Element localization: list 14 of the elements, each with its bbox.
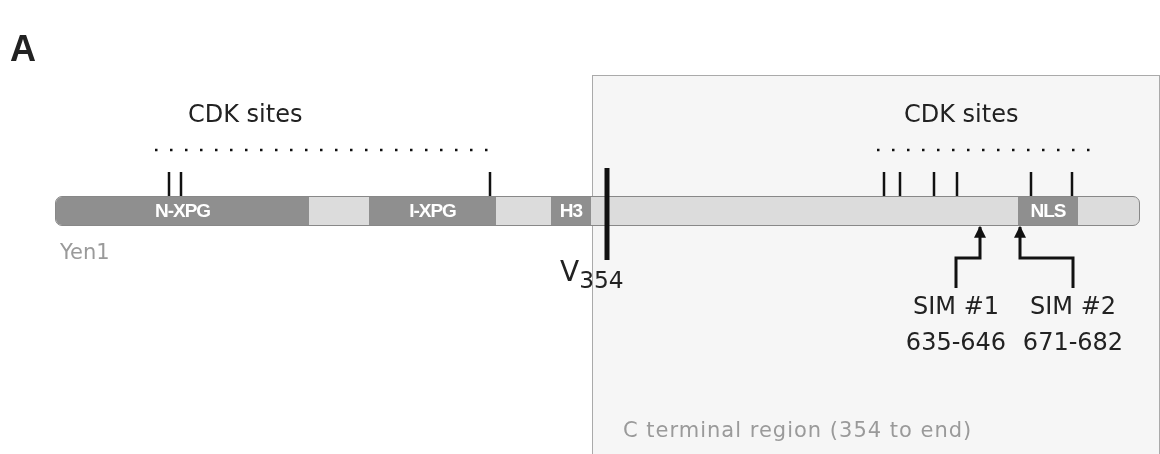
site-label: CDK sites: [904, 100, 1019, 128]
domain-segment: I-XPG: [369, 197, 496, 225]
site-label: CDK sites: [188, 100, 303, 128]
domain-segment: N-XPG: [56, 197, 309, 225]
domain-segment: NLS: [1018, 197, 1078, 225]
arrow: [954, 225, 986, 288]
residue-label: V$_{354}$: [560, 255, 624, 294]
arrow: [1014, 225, 1075, 288]
domain-segment: H3: [551, 197, 591, 225]
motif-label: SIM #1 635-646: [891, 288, 1021, 360]
protein-name: Yen1: [60, 240, 110, 264]
protein-bar: [55, 196, 1140, 226]
panel-letter: A: [10, 28, 36, 70]
region-title: C terminal region (354 to end): [623, 418, 973, 442]
